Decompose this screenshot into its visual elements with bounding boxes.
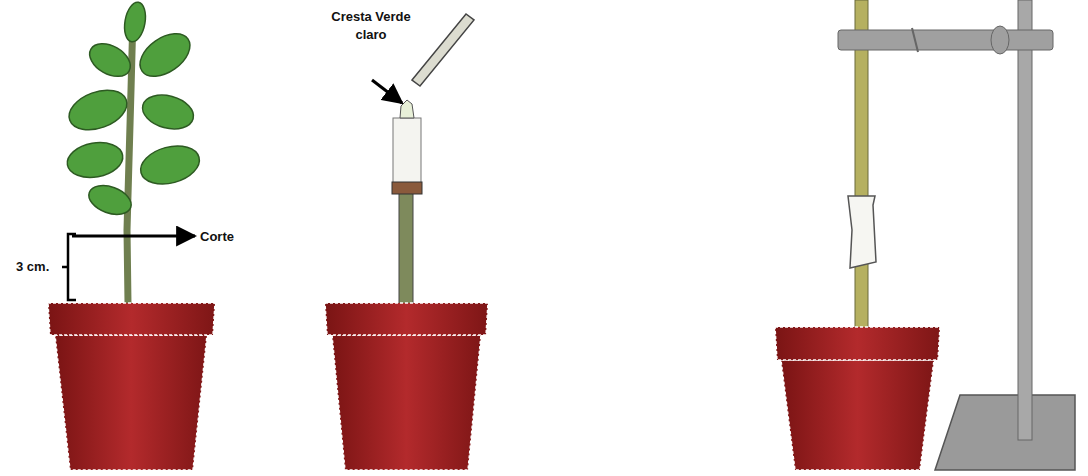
pot-rim [775, 327, 940, 360]
pot-rim [325, 303, 488, 335]
leaf [84, 37, 136, 83]
cut-stem [399, 190, 413, 304]
label: 3 cm. [16, 258, 64, 276]
cut-piece [412, 14, 474, 86]
clamp-screw [912, 28, 918, 52]
pot-body [332, 335, 481, 470]
leaf [64, 138, 125, 181]
paper-band [848, 196, 876, 268]
pot-body [55, 335, 207, 470]
dimension-bracket [62, 234, 76, 300]
pot-rim [48, 303, 215, 335]
tie-band [392, 182, 422, 194]
stand-rod [1018, 0, 1032, 440]
leaf [85, 180, 135, 219]
leaf [64, 83, 133, 137]
pot-body [781, 360, 934, 470]
label: Corte [200, 228, 260, 246]
crest-arrow [372, 80, 402, 103]
label: Cresta Verde claro [330, 8, 412, 43]
leaf [122, 1, 149, 44]
paper-tube [393, 118, 421, 190]
leaf [139, 90, 198, 134]
stand-base [935, 395, 1075, 470]
clamp-knob [991, 26, 1009, 54]
plant-leaves [64, 1, 204, 220]
leaf [136, 140, 203, 190]
clamp-arm [838, 30, 1053, 50]
cut-arrow [72, 235, 195, 238]
